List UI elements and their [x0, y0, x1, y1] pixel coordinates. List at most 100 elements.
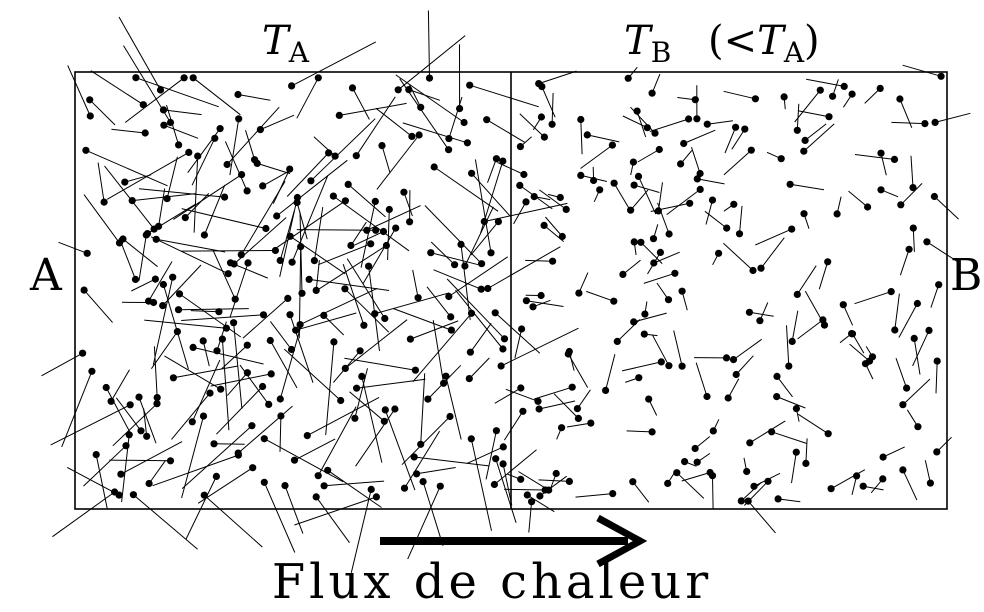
cold-molecule-dot: [899, 401, 906, 408]
cold-molecule-dot: [641, 331, 648, 338]
hot-molecule-dot: [261, 479, 268, 486]
hot-molecule-tail: [295, 439, 336, 460]
cold-molecule: [611, 180, 632, 212]
hot-molecule-dot: [259, 182, 266, 189]
hot-molecule-dot: [227, 259, 234, 266]
cold-molecule-tail: [637, 111, 646, 137]
hot-molecule-tail: [472, 173, 511, 216]
hot-molecule: [107, 149, 192, 200]
hot-molecule: [402, 413, 454, 465]
hot-molecule-dot: [221, 194, 228, 201]
cold-molecule-dot: [789, 338, 796, 345]
hot-molecule-tail: [469, 358, 489, 379]
cold-molecule-dot: [536, 405, 543, 412]
side-label-b: B: [950, 250, 982, 301]
cold-molecule-dot: [665, 362, 672, 369]
hot-molecule-dot: [360, 322, 367, 329]
cold-molecule-tail: [806, 438, 807, 463]
hot-molecule-tail: [106, 388, 132, 436]
hot-molecule: [291, 439, 335, 464]
hot-molecule-dot: [84, 250, 91, 257]
hot-molecule: [246, 130, 259, 163]
hot-molecule-dot: [176, 290, 183, 297]
hot-molecule-dot: [174, 328, 181, 335]
hot-molecule-tail: [496, 459, 516, 523]
cold-molecule: [865, 85, 884, 104]
hot-molecule: [257, 115, 294, 133]
cold-molecule-tail: [633, 482, 649, 503]
cold-molecule: [713, 250, 723, 265]
cold-molecule-dot: [891, 326, 898, 333]
hot-molecule-tail: [461, 244, 470, 319]
cold-molecule-tail: [622, 362, 661, 371]
cold-molecule-dot: [862, 360, 869, 367]
cold-molecule: [775, 495, 801, 502]
hot-molecule: [146, 460, 166, 487]
hot-molecule: [483, 116, 525, 142]
hot-molecule-tail: [423, 482, 443, 546]
cold-molecule: [743, 458, 750, 475]
hot-molecule-dot: [501, 335, 508, 342]
hot-molecule-dot: [392, 225, 399, 232]
hot-molecule-tail: [264, 482, 295, 552]
cold-molecule: [806, 79, 848, 90]
hot-molecule: [376, 108, 416, 140]
hot-molecule-dot: [213, 473, 220, 480]
cold-molecule: [781, 93, 788, 109]
hot-molecule: [342, 320, 407, 372]
hot-molecule-tail: [434, 167, 498, 211]
cold-molecule: [834, 197, 842, 218]
hot-molecule: [475, 159, 494, 256]
cold-molecule-dot: [888, 288, 895, 295]
hot-molecule-tail: [487, 120, 525, 143]
t-b-condition-sub: A: [783, 36, 805, 69]
cold-molecule: [528, 498, 535, 532]
hot-molecule: [119, 235, 157, 266]
hot-molecule: [484, 247, 560, 292]
cold-molecule-dot: [756, 317, 763, 324]
cold-molecule-tail: [798, 111, 829, 117]
hot-molecule-dot: [341, 285, 348, 292]
hot-molecule: [413, 310, 475, 382]
hot-molecule: [153, 452, 242, 486]
hot-molecule: [431, 242, 458, 268]
hot-molecule-tail: [230, 263, 248, 318]
hot-molecule-dot: [353, 152, 360, 159]
caption-heat-flux: Flux de chaleur: [272, 554, 712, 610]
hot-molecule-tail: [471, 439, 491, 531]
svg-text:TA: TA: [262, 18, 310, 69]
hot-molecule-dot: [267, 337, 274, 344]
cold-molecule-dot: [860, 483, 867, 490]
hot-molecule: [230, 319, 242, 409]
hot-molecule-tail: [216, 387, 262, 435]
cold-molecule: [877, 186, 898, 197]
cold-molecule-dot: [802, 137, 809, 144]
cold-molecule: [891, 294, 899, 334]
hot-molecule-tail: [217, 322, 226, 351]
cold-molecule-dot: [829, 93, 836, 100]
cold-molecule-dot: [736, 230, 743, 237]
cold-molecule: [880, 447, 905, 461]
cold-molecule: [793, 405, 800, 422]
hot-molecule: [468, 435, 492, 531]
hot-molecule-dot: [484, 285, 491, 292]
hot-molecule: [111, 129, 148, 136]
cold-molecule-dot: [749, 267, 756, 274]
hot-molecule-dot: [159, 302, 166, 309]
cold-molecule-dot: [531, 193, 538, 200]
cold-molecule-tail: [911, 156, 913, 188]
hot-molecule-tail: [227, 373, 247, 396]
cold-molecule-dot: [559, 233, 566, 240]
hot-molecule-dot: [135, 394, 142, 401]
hot-molecule-dot: [103, 384, 110, 391]
hot-molecule-tail: [163, 265, 201, 306]
cold-molecule-tail: [900, 249, 909, 275]
cold-molecule: [794, 266, 817, 298]
cold-molecule-tail: [725, 127, 736, 153]
hot-molecule-dot: [446, 413, 453, 420]
cold-molecule: [565, 350, 588, 387]
cold-molecule-dot: [746, 309, 753, 316]
cold-molecule-dot: [575, 415, 582, 422]
cold-molecule: [724, 91, 759, 102]
cold-molecule-tail: [903, 470, 917, 500]
